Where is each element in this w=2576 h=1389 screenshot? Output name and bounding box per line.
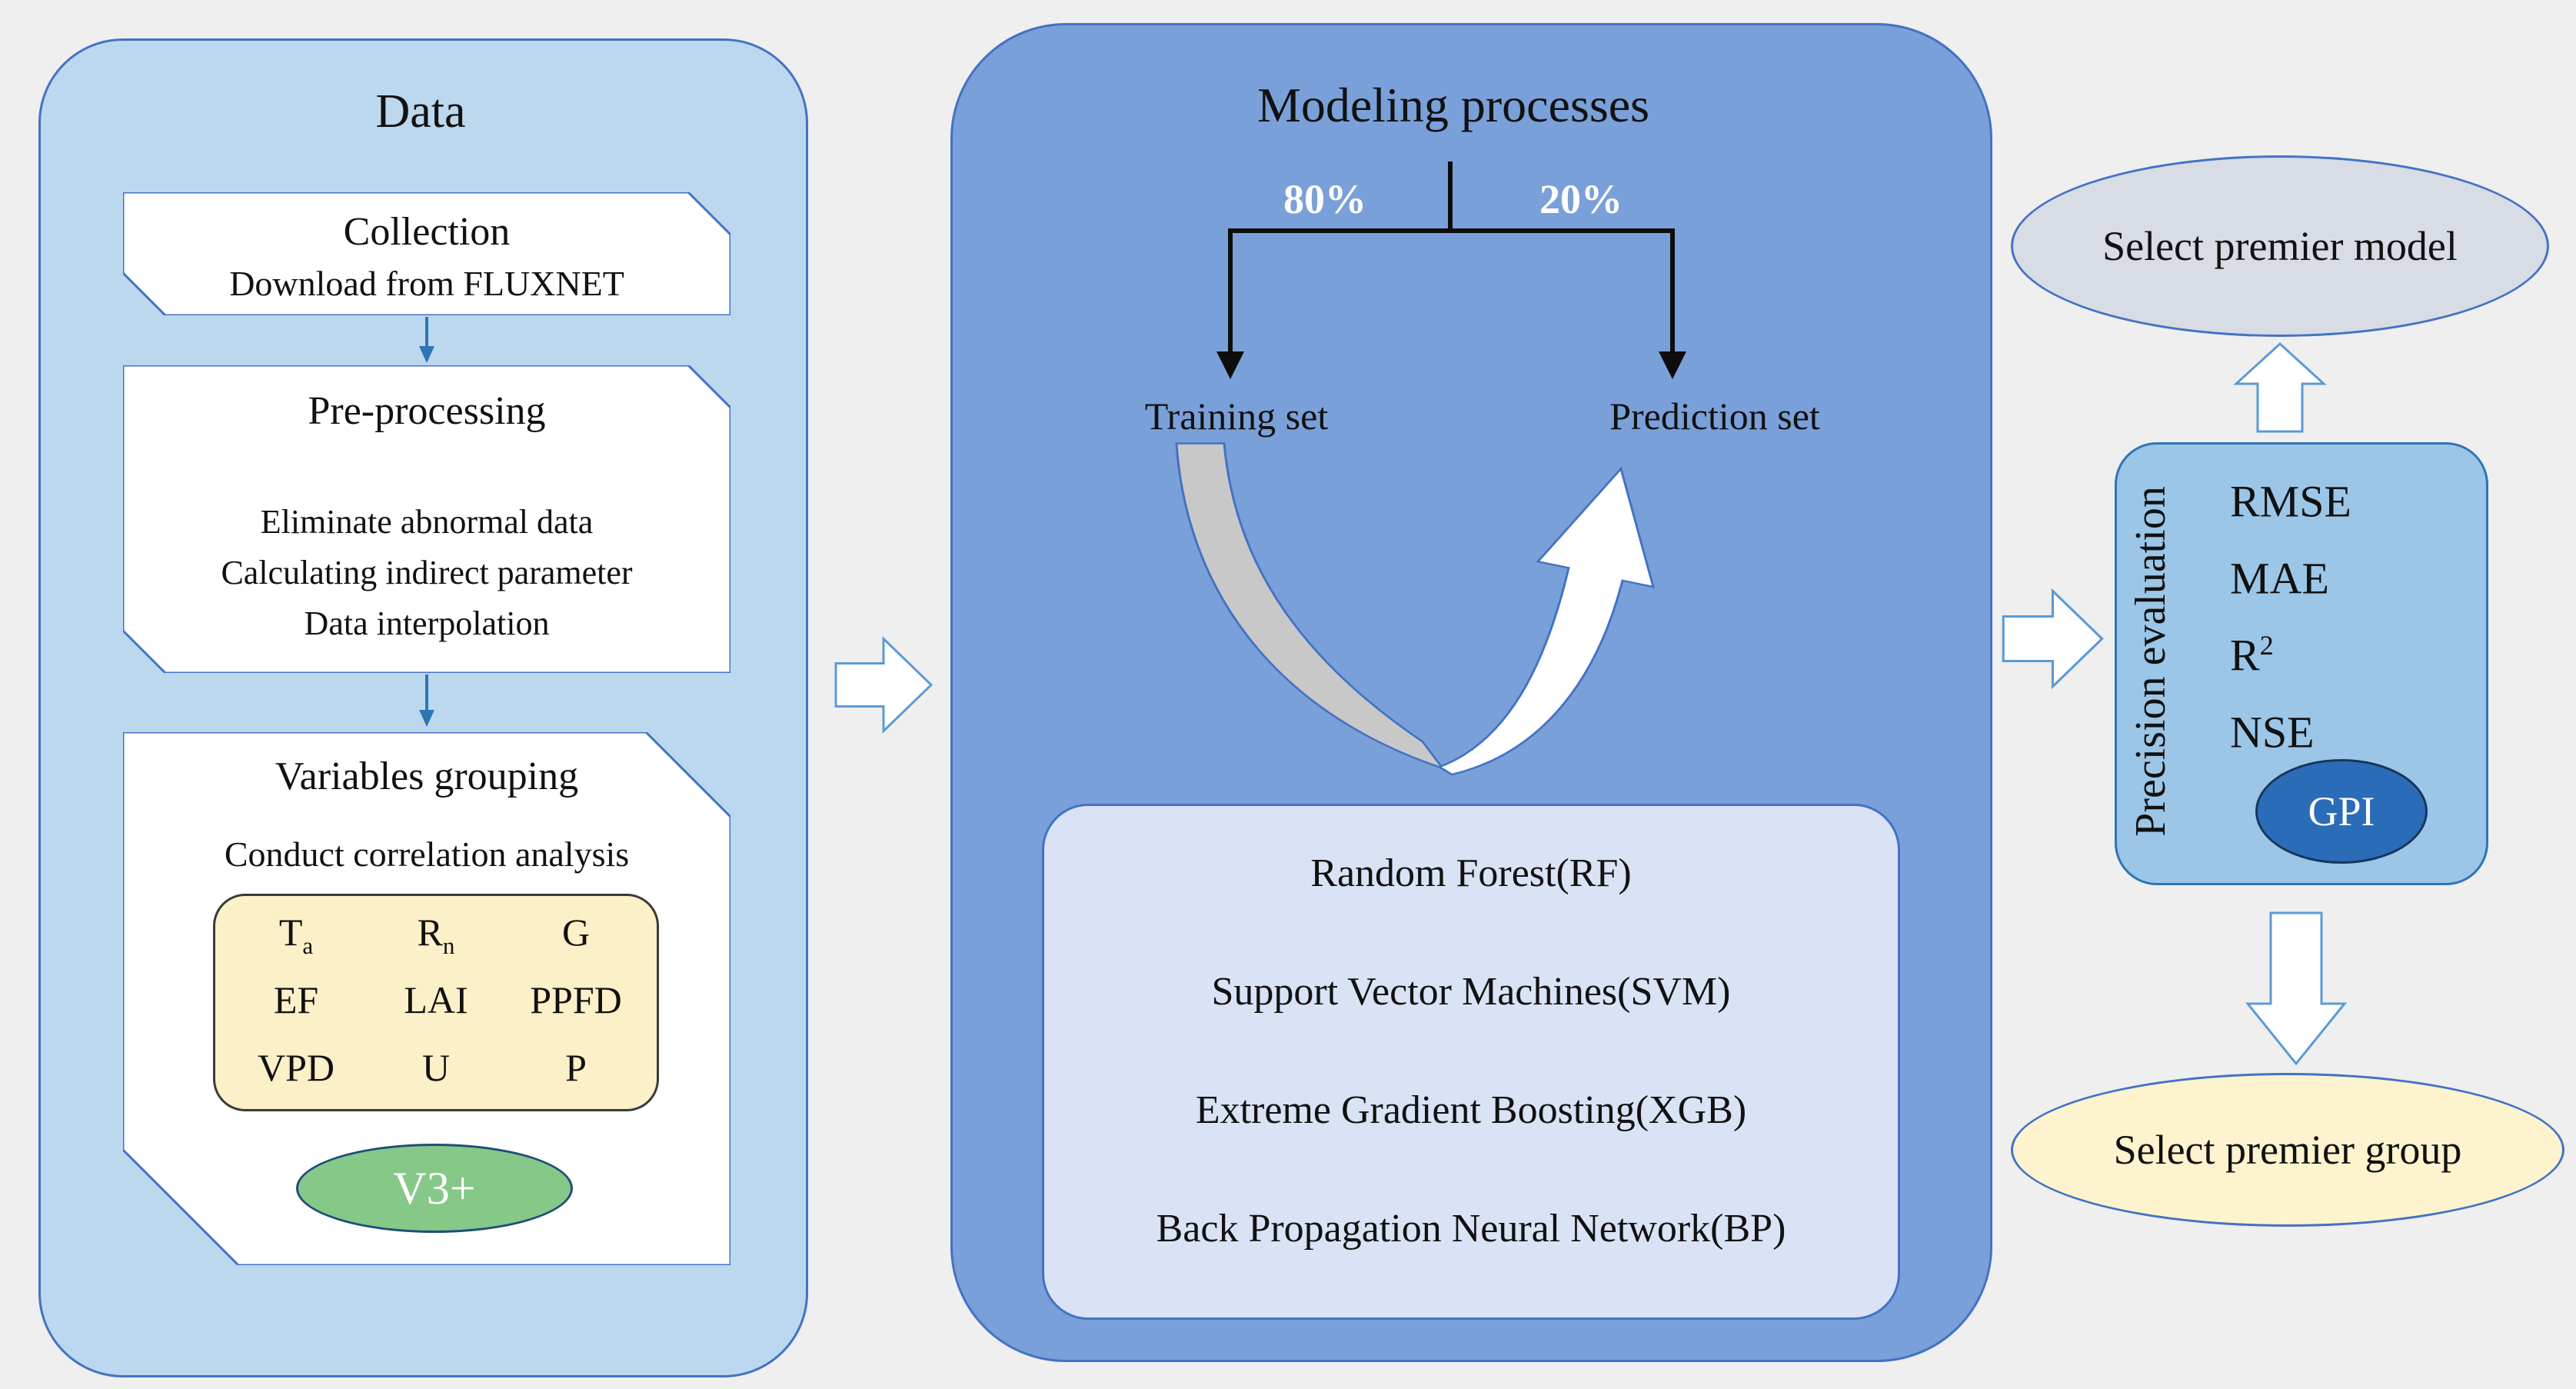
collection-box: Collection Download from FLUXNET [123, 192, 731, 315]
precision-evaluation-title: Precision evaluation [2116, 442, 2185, 881]
variable-ta: Ta [278, 910, 314, 959]
variable-lai: LAI [404, 978, 468, 1021]
block-arrow-evaluation-to-model [2233, 341, 2327, 433]
block-arrow-data-to-modeling [834, 635, 934, 734]
select-premier-group-label: Select premier group [2113, 1127, 2462, 1173]
metric-rmse: RMSE [2230, 476, 2351, 527]
block-arrow-evaluation-to-group [2245, 911, 2347, 1065]
variable-g: G [561, 910, 591, 954]
training-set-label: Training set [1144, 395, 1329, 438]
variable-p: P [565, 1046, 587, 1090]
preprocessing-line: Data interpolation [304, 605, 550, 642]
variables-grouping-title: Variables grouping [275, 754, 579, 798]
preprocessing-line: Calculating indirect parameter [221, 554, 633, 591]
model-item-bp: Back Propagation Neural Network(BP) [1156, 1207, 1786, 1251]
gpi-badge: GPI [2255, 759, 2428, 864]
model-item-rf: Random Forest(RF) [1310, 851, 1632, 895]
block-arrow-modeling-to-evaluation [2002, 588, 2104, 690]
prediction-set-label: Prediction set [1609, 395, 1820, 438]
curve-arrow-gray-tail [1175, 442, 1446, 771]
variable-vpd: VPD [257, 1046, 335, 1090]
metric-r2: R2 [2230, 630, 2274, 681]
preprocessing-box: Pre-processing Eliminate abnormal data C… [123, 365, 731, 673]
collection-subtitle: Download from FLUXNET [229, 264, 624, 303]
training-split-percent: 80% [1283, 176, 1366, 222]
variable-ef: EF [273, 978, 319, 1021]
preprocessing-title: Pre-processing [308, 389, 546, 433]
model-item-svm: Support Vector Machines(SVM) [1211, 970, 1731, 1014]
flow-arrow-preprocessing-to-variables [419, 675, 434, 727]
modeling-panel-title: Modeling processes [1256, 78, 1650, 132]
data-panel-title: Data [375, 85, 466, 138]
train-test-split-tree [1216, 162, 1686, 379]
variables-grouping-box: Variables grouping Conduct correlation a… [123, 732, 731, 1265]
select-premier-model-ellipse: Select premier model [2011, 155, 2549, 337]
collection-title: Collection [343, 210, 511, 254]
variable-rn: Rn [417, 910, 455, 959]
arrowhead-prediction [1659, 351, 1686, 379]
prediction-split-percent: 20% [1539, 176, 1622, 222]
variable-ppfd: PPFD [530, 978, 622, 1021]
training-to-prediction-curve-arrow [1175, 442, 1655, 776]
variables-grouping-subtitle: Conduct correlation analysis [224, 834, 630, 874]
v3-badge: V3+ [296, 1144, 573, 1233]
metric-mae: MAE [2230, 553, 2329, 604]
metric-nse: NSE [2230, 707, 2315, 758]
v3-badge-label: V3+ [393, 1162, 476, 1214]
variable-u: U [421, 1046, 451, 1090]
flow-arrow-collection-to-preprocessing [419, 317, 434, 363]
select-premier-model-label: Select premier model [2102, 223, 2458, 269]
collection-box-shape [123, 192, 731, 315]
precision-evaluation-title-text: Precision evaluation [2127, 486, 2175, 837]
gpi-badge-label: GPI [2308, 788, 2375, 834]
curve-arrow-white-head [1437, 466, 1655, 776]
model-item-xgb: Extreme Gradient Boosting(XGB) [1195, 1088, 1747, 1132]
preprocessing-line: Eliminate abnormal data [260, 503, 594, 541]
preprocessing-box-shape [123, 365, 731, 673]
arrowhead-training [1216, 351, 1244, 379]
variables-grid: Ta Rn G EF LAI PPFD VPD U P [213, 894, 659, 1111]
select-premier-group-ellipse: Select premier group [2011, 1073, 2564, 1227]
models-box: Random Forest(RF) Support Vector Machine… [1042, 804, 1900, 1320]
